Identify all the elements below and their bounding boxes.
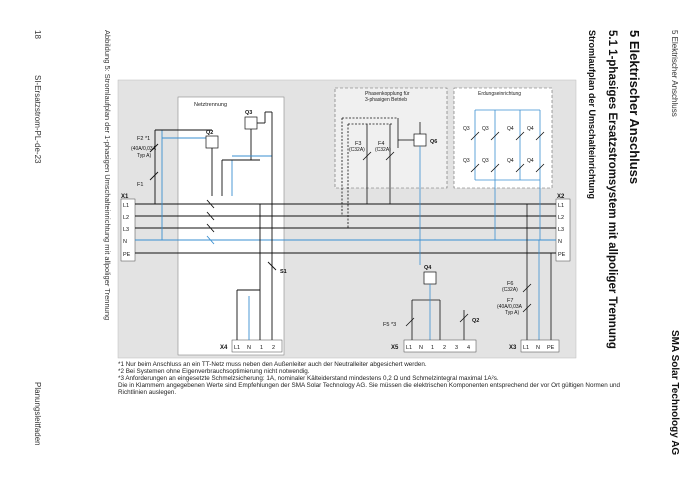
netztrennung-wiring <box>206 111 273 340</box>
q6-relay <box>413 133 427 147</box>
erdung-q3-2: Q3 <box>482 126 489 132</box>
f6-label: F6 <box>507 281 513 287</box>
erdung-q3-1: Q3 <box>463 126 470 132</box>
erdung-contacts: Q3 Q3 Q4 Q4 Q3 Q3 Q4 Q4 <box>463 126 534 164</box>
x4-l1: L1 <box>234 345 240 351</box>
f1-f2-feed <box>149 129 212 240</box>
f6-spec: (C32A) <box>502 287 518 293</box>
x5-4: 4 <box>467 345 470 351</box>
erdung-box <box>453 87 553 189</box>
footnote-1: *1 Nur beim Anschluss an ein TT-Netz mus… <box>118 361 427 368</box>
x2-terminal-block <box>555 198 571 262</box>
x5-n: N <box>419 345 423 351</box>
x3-terminal-block <box>520 339 560 353</box>
x3-wiring <box>522 204 552 340</box>
f2-spec-1: (40A/0,03A <box>131 146 157 152</box>
footnote-4: Die in Klammern angegebenen Werte sind E… <box>118 382 621 389</box>
x4-wiring <box>236 204 261 340</box>
q3-relay <box>244 116 258 130</box>
x4-2: 2 <box>272 345 275 351</box>
x4-1: 1 <box>260 345 263 351</box>
x4-label: X4 <box>220 345 228 351</box>
erdung-q4-1: Q4 <box>507 126 514 132</box>
f4-spec: (C32A) <box>375 147 391 153</box>
f4-label: F4 <box>378 141 384 147</box>
x1-pe: PE <box>123 252 131 258</box>
footnote-5: Richtlinien auslegen. <box>118 389 176 396</box>
q2-contact-label: Q2 <box>472 318 479 324</box>
x3-l1: L1 <box>523 345 529 351</box>
q3-label: Q3 <box>245 110 252 116</box>
f3-spec: (C32A) <box>349 147 365 153</box>
busbars <box>135 203 556 254</box>
x5-wiring <box>405 284 469 340</box>
x3-n: N <box>536 345 540 351</box>
erdung-q3-4: Q3 <box>482 158 489 164</box>
q2-relay <box>205 135 219 149</box>
x2-label: X2 <box>557 194 565 200</box>
x4-n: N <box>247 345 251 351</box>
x2-l3: L3 <box>558 227 564 233</box>
x2-pe: PE <box>558 252 566 258</box>
x1-l2: L2 <box>123 215 129 221</box>
footnote-2: *2 Bei Systemen ohne Eigenverbrauchsopti… <box>118 368 310 375</box>
x4-terminal-block <box>231 339 283 353</box>
s1-label: S1 <box>280 269 287 275</box>
footnote-3: *3 Anforderungen an eingesetzte Schmelzs… <box>118 375 499 382</box>
x1-l3: L3 <box>123 227 129 233</box>
f2-spec-2: Typ A) <box>137 153 152 159</box>
x1-l1: L1 <box>123 203 129 209</box>
q4-label: Q4 <box>424 265 432 271</box>
phasenkopplung-label-1: Phasenkopplung für <box>365 91 410 97</box>
x2-l2: L2 <box>558 215 564 221</box>
x1-n: N <box>123 239 127 245</box>
x5-terminal-block <box>403 339 477 353</box>
f1-label: F1 <box>137 182 143 188</box>
x5-label: X5 <box>391 345 399 351</box>
x1-terminal-block <box>120 198 136 262</box>
x5-3: 3 <box>455 345 458 351</box>
x5-1: 1 <box>431 345 434 351</box>
netztrennung-box <box>177 96 285 356</box>
f2-label: F2 *1 <box>137 136 150 142</box>
q6-label: Q6 <box>430 139 437 145</box>
f7-label: F7 <box>507 298 513 304</box>
phasenkopplung-box <box>334 87 448 189</box>
x5-2: 2 <box>443 345 446 351</box>
f7-spec-2: Typ A) <box>505 310 520 316</box>
erdung-q4-3: Q4 <box>507 158 514 164</box>
phasenkopplung-label-2: 3-phasigen Betrieb <box>365 97 407 103</box>
x3-pe: PE <box>547 345 555 351</box>
footnotes: *1 Nur beim Anschluss an ein TT-Netz mus… <box>118 361 621 396</box>
q2-label: Q2 <box>206 130 213 136</box>
s1-switch <box>267 261 277 271</box>
f5-label: F5 *3 <box>383 322 396 328</box>
phasenkopplung-wiring <box>341 117 414 228</box>
erdung-wiring <box>470 109 545 240</box>
x1-label: X1 <box>121 194 129 200</box>
x2-n: N <box>558 239 562 245</box>
x5-l1: L1 <box>406 345 412 351</box>
erdung-q4-2: Q4 <box>527 126 534 132</box>
erdung-q3-3: Q3 <box>463 158 470 164</box>
f3-label: F3 <box>355 141 361 147</box>
f7-spec-1: (40A/0,03A <box>497 304 523 310</box>
q4-relay <box>423 271 437 285</box>
erdung-label: Erdungseinrichtung <box>478 91 521 97</box>
netztrennung-label: Netztrennung <box>194 102 227 108</box>
erdung-q4-4: Q4 <box>527 158 534 164</box>
x3-label: X3 <box>509 345 517 351</box>
x2-l1: L1 <box>558 203 564 209</box>
